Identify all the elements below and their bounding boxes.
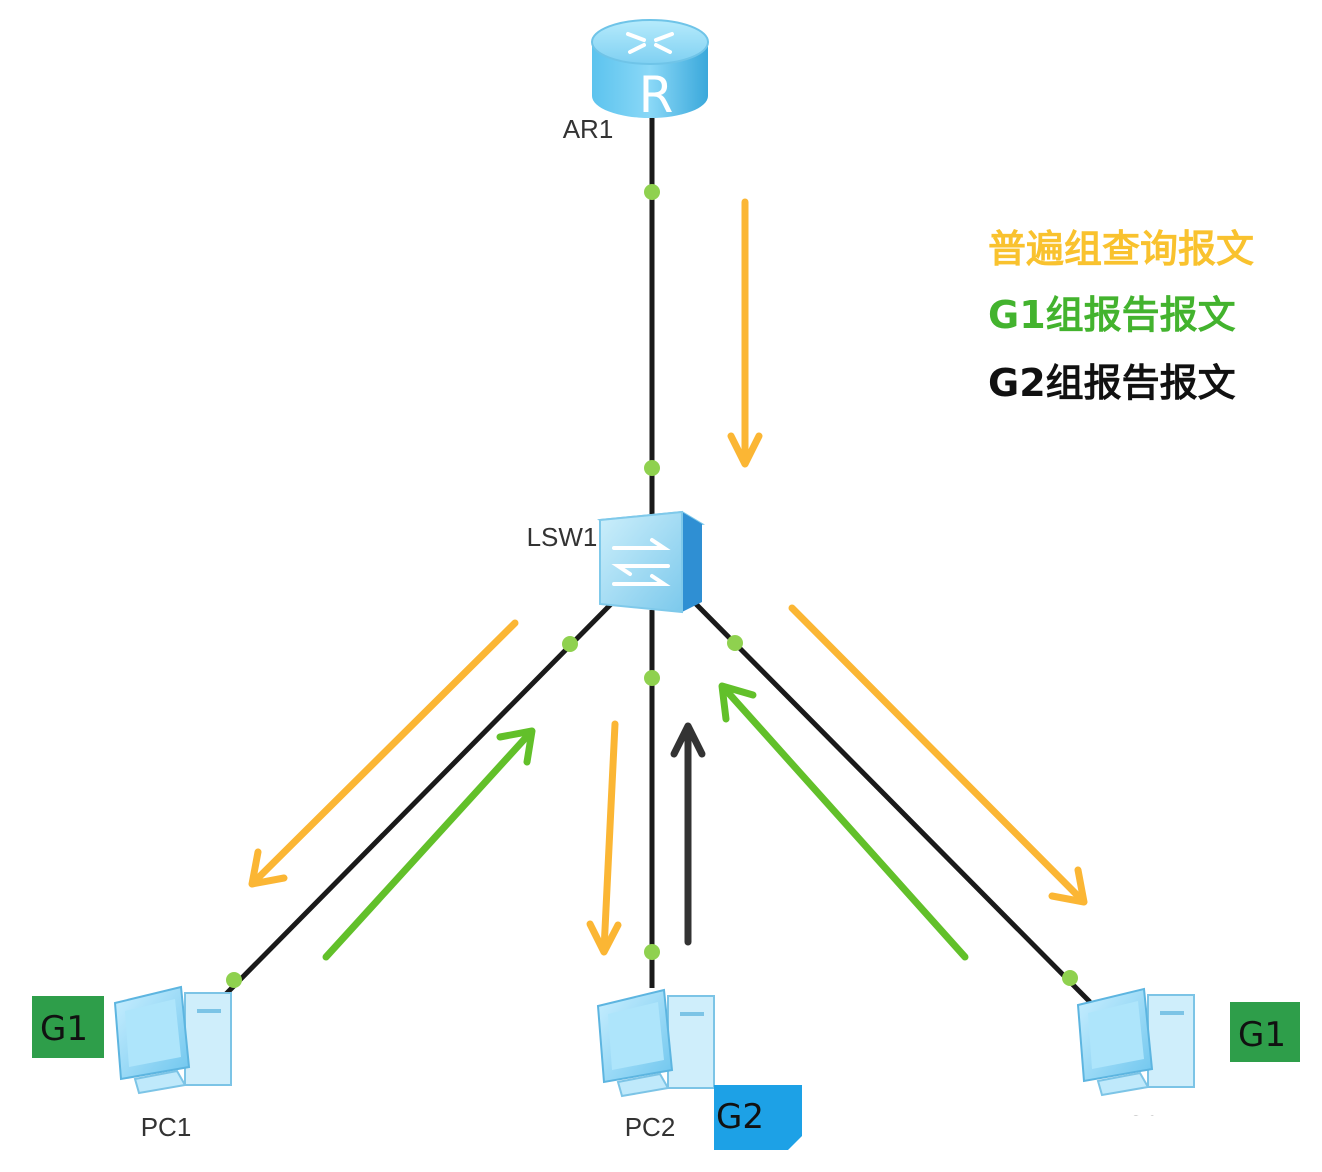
pc-icon [115, 987, 231, 1093]
group-tag-text-pc3: G1 [1238, 1015, 1286, 1055]
switch-icon [600, 512, 702, 612]
switch-lsw1[interactable]: LSW1 [527, 512, 702, 612]
query-arrow-lsw1-to-pc2 [590, 724, 618, 952]
port-dot [644, 944, 660, 960]
group-tag-text-pc2: G2 [716, 1097, 764, 1137]
query-arrow-lsw1-to-pc3 [792, 608, 1084, 902]
legend: 普遍组查询报文 G1组报告报文 G2组报告报文 [988, 227, 1254, 405]
query-arrow-lsw1-to-pc1 [252, 623, 515, 884]
router-icon: R [592, 20, 708, 124]
node-label-pc1: PC1 [141, 1112, 192, 1142]
g2-report-arrows [674, 726, 702, 942]
node-label-ar1: AR1 [563, 114, 614, 144]
g1-report-arrow-pc1-to-lsw1 [326, 731, 532, 957]
group-tag-text-pc1: G1 [40, 1009, 88, 1049]
router-ar1[interactable]: R AR1 [563, 20, 708, 144]
pc-icon [1078, 989, 1194, 1095]
port-dot [562, 636, 578, 652]
pc-pc2[interactable]: PC2 G2 [598, 990, 802, 1150]
node-label-lsw1: LSW1 [527, 522, 598, 552]
query-arrow-ar1-to-lsw1 [731, 202, 759, 464]
link-lsw1-pc1 [225, 600, 615, 995]
port-dot [1062, 970, 1078, 986]
g2-report-arrow-pc2-to-lsw1 [674, 726, 702, 942]
router-glyph: R [639, 66, 674, 124]
g1-report-arrows [326, 686, 965, 957]
pc-pc1[interactable]: G1 PC1 [32, 987, 231, 1142]
port-dot [644, 184, 660, 200]
label-clip-mask [1090, 1116, 1180, 1146]
pc-pc3[interactable]: G1 PC3 [1078, 989, 1300, 1146]
legend-item-g1-report: G1组报告报文 [988, 293, 1236, 337]
legend-item-g2-report: G2组报告报文 [988, 361, 1236, 405]
pc-icon [598, 990, 714, 1096]
link-lsw1-pc3 [692, 600, 1090, 1002]
node-label-pc2: PC2 [625, 1112, 676, 1142]
g1-report-arrow-pc3-to-lsw1 [722, 686, 965, 957]
port-dot [644, 670, 660, 686]
port-dot [226, 972, 242, 988]
legend-item-query: 普遍组查询报文 [988, 227, 1254, 271]
port-dot [644, 460, 660, 476]
port-dot [727, 635, 743, 651]
